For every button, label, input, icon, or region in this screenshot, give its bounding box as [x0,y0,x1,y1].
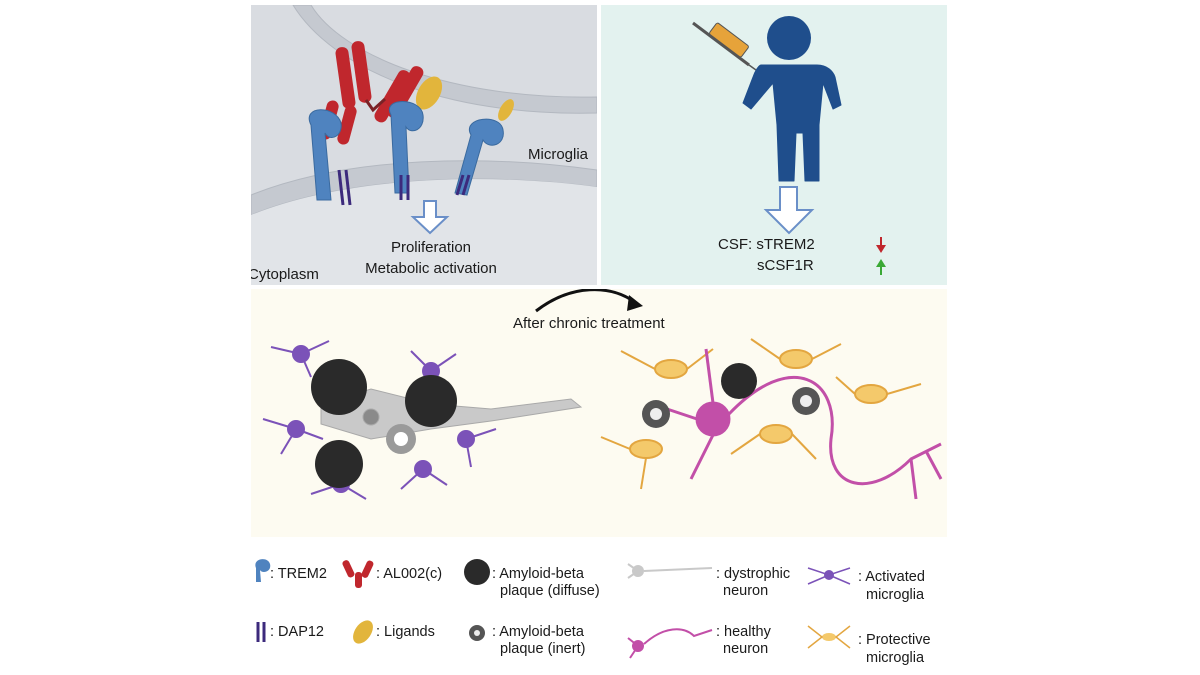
amyloid-inert-icon [642,387,820,428]
microglia-label: Microglia [528,146,589,163]
ligand-icon [353,620,373,644]
activated-microglia-icon [807,567,851,585]
legend-amyloid-inert-2: plaque (inert) [500,641,586,657]
brain-illustration [262,289,943,500]
dap12-icon [337,169,471,206]
patient-illustration [692,16,886,275]
down-arrow-outline-icon [763,186,815,235]
dap12-icon [256,622,266,642]
healthy-neuron-icon [660,348,943,500]
legend-protective-1: : Protective [858,632,931,648]
legend-trem2: : TREM2 [270,566,327,582]
trem2-icon [255,559,271,582]
brain-panel: After chronic treatment [251,289,947,537]
legend-dystrophic-1: : dystrophic [716,566,791,582]
legend-ligands: : Ligands [376,624,435,640]
legend-amyloid-diffuse-2: plaque (diffuse) [500,583,600,599]
down-arrow-icon [876,237,886,253]
amyloid-inert-icon [469,625,485,641]
person-icon [742,16,842,182]
amyloid-diffuse-icon [464,559,490,585]
protective-microglia-icon [807,625,851,649]
csf-strem2-label: CSF: sTREM2 [718,236,815,253]
down-arrow-outline-icon [410,200,450,235]
amyloid-inert-icon [386,424,416,454]
amyloid-diffuse-icon [311,359,457,488]
legend-dap12: : DAP12 [270,624,324,640]
legend-dystrophic-2: neuron [723,583,769,599]
legend-activated-2: microglia [866,587,925,603]
legend-amyloid-inert-1: : Amyloid-beta [492,624,584,640]
legend-healthy-1: : healthy [716,624,771,640]
healthy-neuron-icon [627,628,713,659]
syringe-icon [692,21,764,76]
outcome-metabolic: Metabolic activation [365,260,497,277]
antibody-icon [342,560,374,588]
outcome-proliferation: Proliferation [390,239,472,256]
dystrophic-neuron-icon [627,563,713,579]
legend-activated-1: : Activated [858,569,925,585]
transition-label: After chronic treatment [513,315,665,332]
protective-microglia-icon [600,338,922,490]
trem2-icon [308,101,504,201]
amyloid-diffuse-icon [721,363,757,399]
legend-healthy-2: neuron [723,641,769,657]
up-arrow-icon [876,259,886,275]
legend-amyloid-diffuse-1: : Amyloid-beta [492,566,584,582]
patient-panel: CSF: sTREM2 sCSF1R [601,5,947,285]
legend-al002: : AL002(c) [376,566,443,582]
legend-protective-2: microglia [866,650,925,666]
csf-scsf1r-label: sCSF1R [757,257,814,274]
cytoplasm-label: Cytoplasm [251,266,319,283]
ligand-icon [415,76,514,121]
membrane-panel: Microglia Cytoplasm Proliferation Metabo… [251,5,597,285]
membrane-illustration [251,5,597,285]
